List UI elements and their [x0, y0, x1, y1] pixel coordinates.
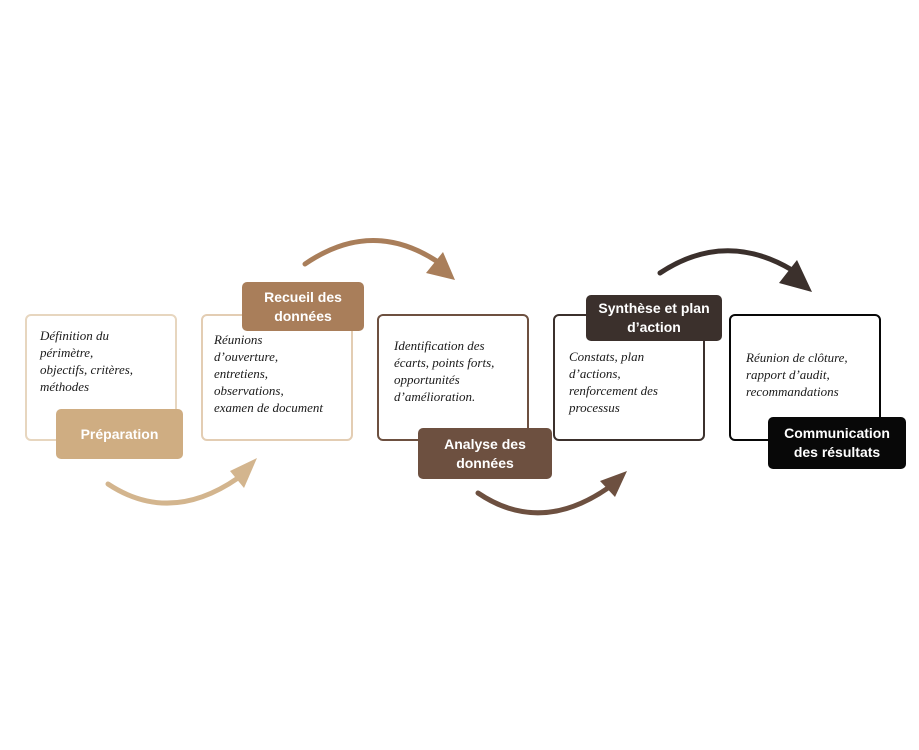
arrow-icon — [105, 475, 241, 506]
step-label-data-collection: Recueil des données — [242, 282, 364, 331]
step-description: Réunions d’ouverture, entretiens, observ… — [214, 332, 324, 415]
step-label-synthesis: Synthèse et plan d’action — [586, 295, 722, 341]
step-description: Constats, plan d’actions, renforcement d… — [569, 349, 658, 415]
step-label-preparation: Préparation — [56, 409, 183, 459]
arrow-icon — [657, 248, 795, 276]
step-label-data-analysis: Analyse des données — [418, 428, 552, 479]
arrow-icon — [302, 238, 441, 267]
step-label-communication: Communication des résultats — [768, 417, 906, 469]
arrowhead-icon — [230, 458, 257, 488]
arrowhead-icon — [779, 260, 812, 292]
arrow-icon — [475, 485, 611, 516]
step-description: Réunion de clôture, rapport d’audit, rec… — [746, 350, 848, 399]
step-description: Identification des écarts, points forts,… — [394, 338, 495, 404]
arrowhead-icon — [600, 471, 627, 497]
step-description: Définition du périmètre, objectifs, crit… — [40, 328, 134, 394]
arrowhead-icon — [426, 252, 455, 280]
